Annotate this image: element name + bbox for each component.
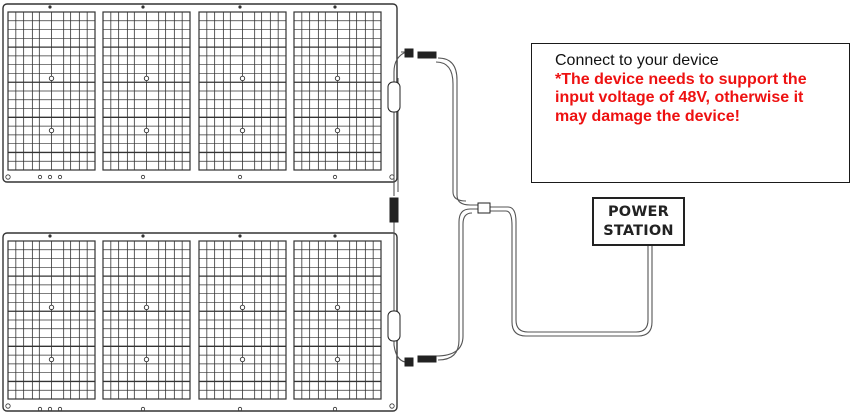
lower-branch-cable <box>437 208 480 361</box>
grommet <box>237 406 243 412</box>
grommet <box>37 174 43 180</box>
lower-panel-cable <box>393 220 406 363</box>
grommet <box>57 406 63 412</box>
grommet <box>237 174 243 180</box>
grommet <box>5 403 11 409</box>
device-callout: Connect to your device *The device needs… <box>531 43 850 183</box>
grommet <box>332 406 338 412</box>
solar-cell <box>102 11 191 171</box>
grommet <box>140 406 146 412</box>
grommet <box>238 234 242 238</box>
mc4-connector-lower <box>404 357 414 367</box>
grommet <box>48 5 52 9</box>
series-connector <box>389 197 399 223</box>
solar-panel <box>2 232 398 412</box>
grommet <box>47 406 53 412</box>
grommet <box>37 406 43 412</box>
connectors <box>387 48 491 367</box>
fuse-upper <box>387 81 401 113</box>
wiring <box>393 51 653 363</box>
grommet <box>141 5 145 9</box>
grommet <box>389 403 395 409</box>
grommet <box>5 174 11 180</box>
grommet <box>47 174 53 180</box>
mc4-connector-upper <box>404 48 414 58</box>
grommet <box>141 234 145 238</box>
main-cable-b <box>490 210 653 337</box>
power-station-box: POWER STATION <box>592 197 685 246</box>
solar-panel <box>2 3 398 183</box>
mc4-connector-lower-b <box>417 355 437 363</box>
callout-warning: *The device needs to support the input v… <box>555 70 807 125</box>
fuse-lower <box>387 310 401 342</box>
solar-cell <box>293 240 382 400</box>
upper-branch-cable <box>437 57 480 206</box>
callout-heading: Connect to your device <box>555 52 719 69</box>
grommet <box>57 174 63 180</box>
grommet <box>333 234 337 238</box>
main-cable <box>490 206 649 333</box>
solar-cell <box>7 240 96 400</box>
grommet <box>140 174 146 180</box>
grommet <box>332 174 338 180</box>
grommet <box>48 234 52 238</box>
solar-cell <box>198 240 287 400</box>
mc4-connector-upper-b <box>417 51 437 59</box>
power-station-line2: STATION <box>603 223 674 239</box>
solar-cell <box>7 11 96 171</box>
power-station-line1: POWER <box>607 204 670 220</box>
solar-cell <box>293 11 382 171</box>
solar-cell <box>198 11 287 171</box>
solar-panels <box>2 3 398 412</box>
grommet <box>238 5 242 9</box>
upper-branch-cable-b <box>435 61 467 202</box>
grommet <box>333 5 337 9</box>
solar-cell <box>102 240 191 400</box>
y-branch-connector <box>477 202 491 214</box>
lower-branch-cable-b <box>435 212 473 357</box>
